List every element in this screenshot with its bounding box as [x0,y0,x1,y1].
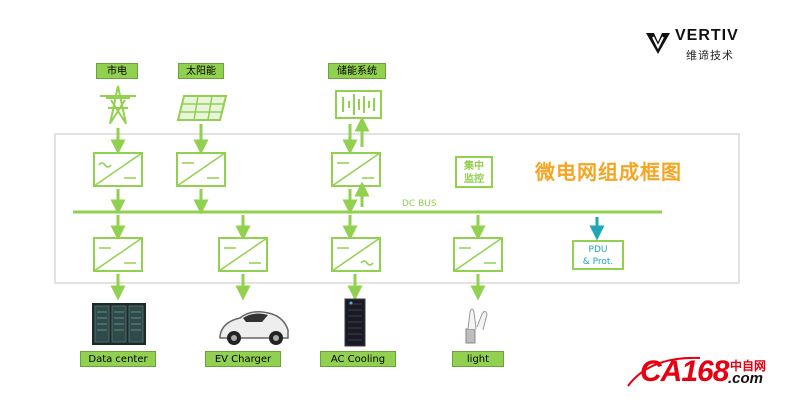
ca168-cn: 中自网 [730,359,767,373]
ca168-logo: CA168 [640,355,729,388]
load-label-ac-cooling: AC Cooling [320,351,396,367]
ac-dc-converter [93,152,143,187]
vertiv-brand-cn: 维谛技术 [686,49,734,62]
load-label-ev-charger: EV Charger [205,351,281,367]
dc-dc-converter [453,237,503,272]
bidirectional-converter [331,152,381,187]
cooling-cabinet-icon [344,298,366,347]
dc-ac-converter [331,237,381,272]
monitor-line2: 监控 [464,174,484,185]
dc-dc-converter [93,237,143,272]
vertiv-logo-icon [646,33,670,54]
ca168-swoosh [627,356,701,387]
light-bulb-icon [465,308,488,344]
solar-panel-icon [176,95,228,121]
vertiv-brand-name: VERTIV [675,27,739,44]
load-label-light: light [452,351,504,367]
server-racks-icon [92,303,146,345]
battery-icon [335,90,382,119]
diagram-title: 微电网组成框图 [535,160,682,184]
sports-car-icon [219,311,289,345]
dc-dc-converter [176,152,226,187]
pdu-line2: & Prot. [582,257,614,267]
monitor-line1: 集中 [464,161,484,172]
dc-dc-converter [218,237,268,272]
power-tower-icon [100,85,136,125]
central-monitoring-box: 集中 监控 [455,156,493,188]
load-label-data-center: Data center [80,351,156,367]
ca168-domain: .com [728,370,764,387]
dc-bus-label: DC BUS [402,199,437,209]
source-label-grid: 市电 [96,63,138,79]
source-label-storage: 储能系统 [328,63,386,79]
pdu-line1: PDU [588,245,608,255]
system-frame [54,133,740,284]
pdu-box: PDU & Prot. [572,240,624,270]
source-label-solar: 太阳能 [178,63,224,79]
